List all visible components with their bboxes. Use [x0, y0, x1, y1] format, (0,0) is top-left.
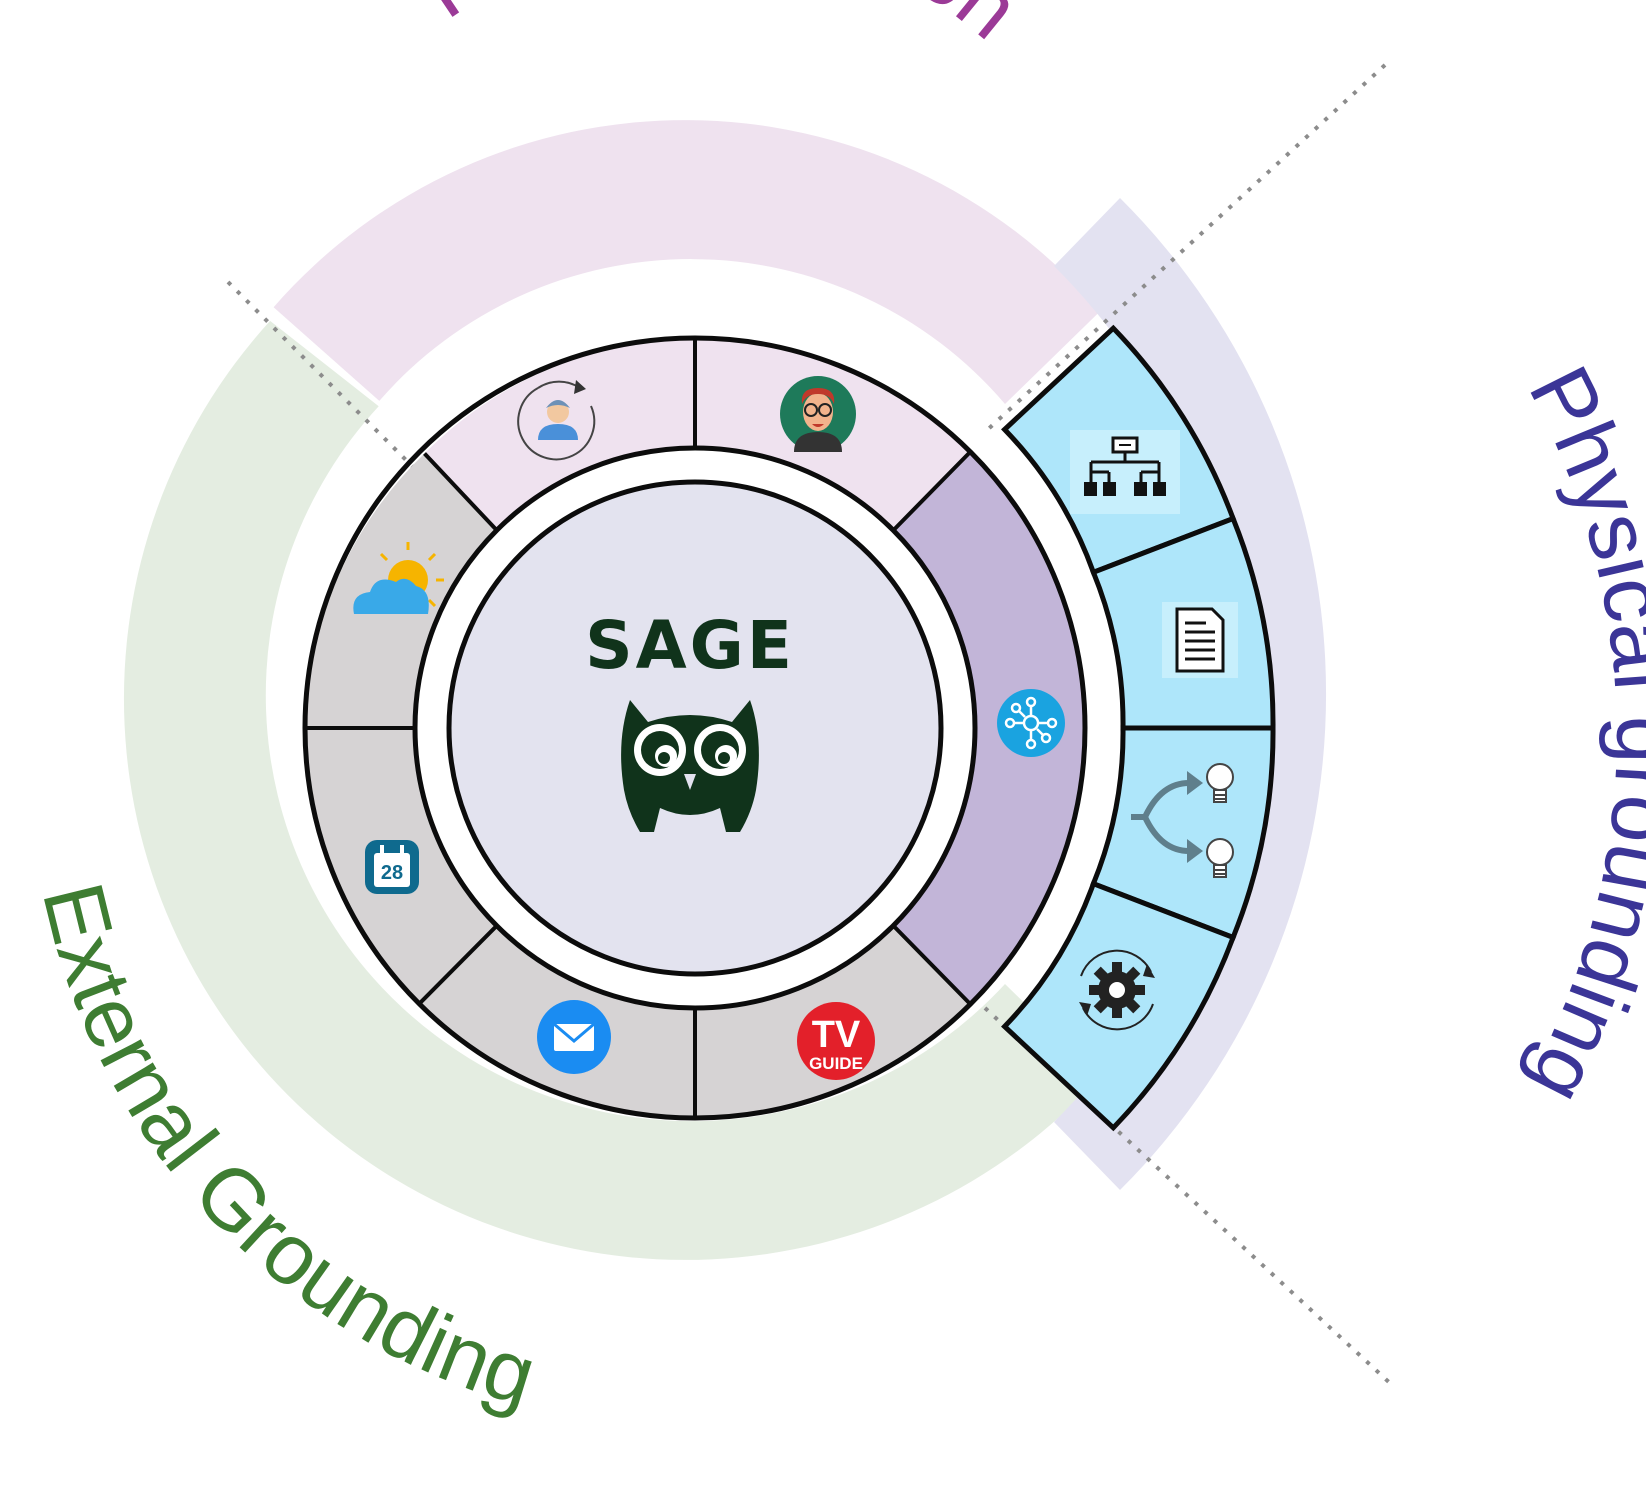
branch-bulbs-icon	[1131, 763, 1234, 878]
ring-segment-physical	[894, 451, 1085, 1005]
user-refresh-icon	[517, 380, 596, 461]
weather-icon	[353, 542, 444, 614]
physical-grounding-label: Physical grounding	[1510, 352, 1646, 1118]
tv-guide-icon: TV GUIDE	[797, 1002, 875, 1080]
gear-refresh-icon	[1079, 949, 1155, 1031]
network-hub-icon	[997, 689, 1065, 757]
external-grounding-band	[123, 320, 1101, 1260]
email-icon	[537, 1000, 611, 1074]
document-icon	[1162, 602, 1238, 678]
hierarchy-icon	[1070, 430, 1180, 514]
tv-guide-line1: TV	[812, 1014, 861, 1056]
center-title: SAGE	[585, 607, 795, 684]
tv-guide-line2: GUIDE	[809, 1054, 863, 1073]
personalization-band	[273, 120, 1101, 405]
calendar-icon: 28	[365, 840, 419, 894]
ring-dividers	[305, 338, 972, 1118]
persona-avatar-icon	[780, 376, 856, 452]
personalization-label: Personalization	[404, 0, 1038, 58]
physical-grounding-band	[1054, 198, 1327, 1190]
calendar-day: 28	[381, 862, 403, 884]
owl-icon	[621, 700, 759, 832]
